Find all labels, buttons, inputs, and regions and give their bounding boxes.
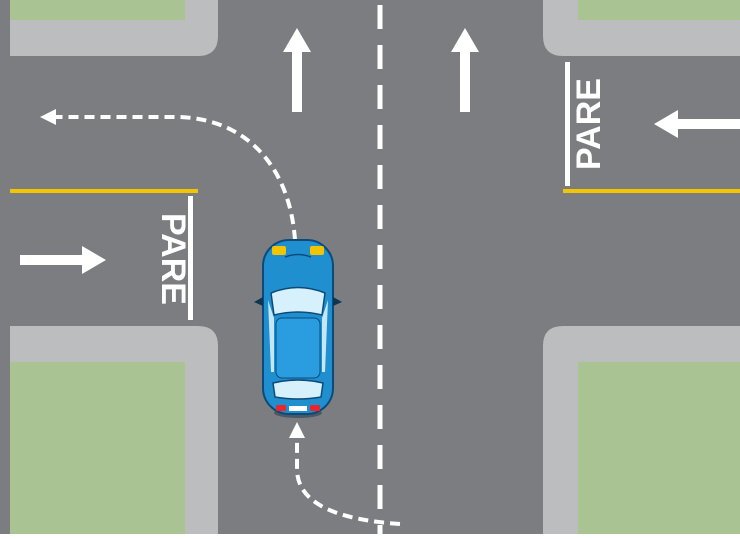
- windshield: [271, 288, 325, 316]
- grass-bottom-right: [578, 362, 740, 534]
- grass-top-left: [10, 0, 185, 20]
- grass-top-right: [578, 0, 740, 20]
- corner-block-bottom-right: [543, 326, 740, 534]
- corner-block-bottom-left: [10, 326, 218, 534]
- stop-text-left: PARE: [154, 213, 192, 305]
- yellow-line-left: [10, 189, 198, 193]
- stop-text-right: PARE: [570, 78, 608, 170]
- corner-block-top-right: [543, 0, 740, 56]
- grass-bottom-left: [10, 362, 185, 534]
- yellow-line-right: [563, 189, 740, 193]
- headlight-right: [310, 246, 324, 255]
- car-top-view-icon: [254, 240, 342, 418]
- taillight-left: [276, 405, 286, 411]
- taillight-right: [310, 405, 320, 411]
- rear-window: [273, 380, 323, 399]
- headlight-left: [272, 246, 286, 255]
- license-plate: [289, 406, 307, 411]
- corner-block-top-left: [10, 0, 218, 56]
